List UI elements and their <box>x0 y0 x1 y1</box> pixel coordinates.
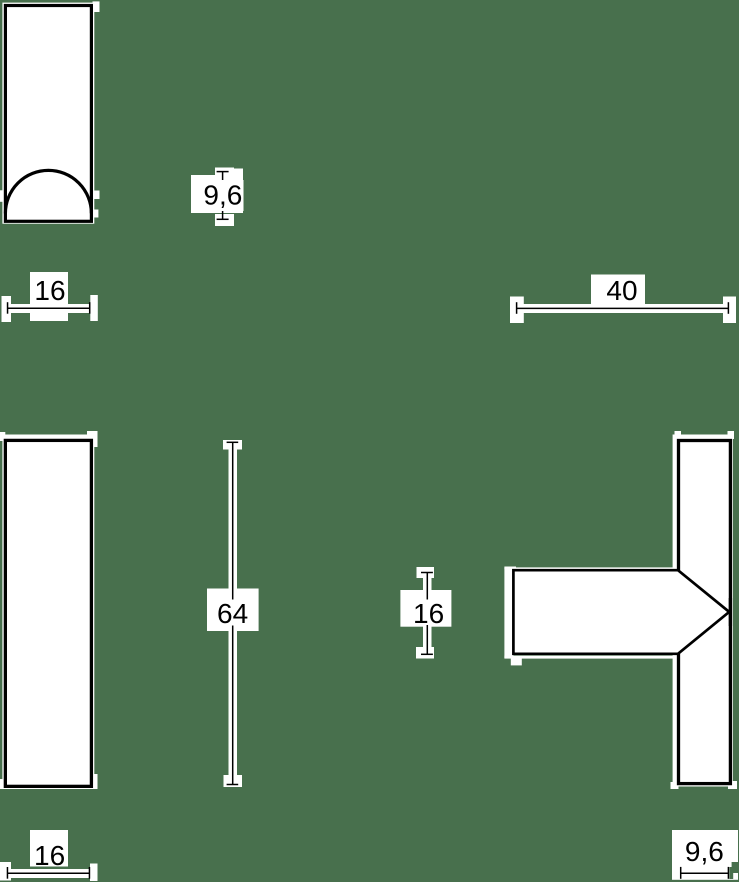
svg-text:16: 16 <box>34 275 65 306</box>
svg-text:9,6: 9,6 <box>203 180 242 211</box>
svg-text:40: 40 <box>606 275 637 306</box>
svg-text:16: 16 <box>413 598 444 629</box>
svg-text:16: 16 <box>34 840 65 871</box>
svg-text:64: 64 <box>217 598 248 629</box>
svg-text:9,6: 9,6 <box>685 836 724 867</box>
